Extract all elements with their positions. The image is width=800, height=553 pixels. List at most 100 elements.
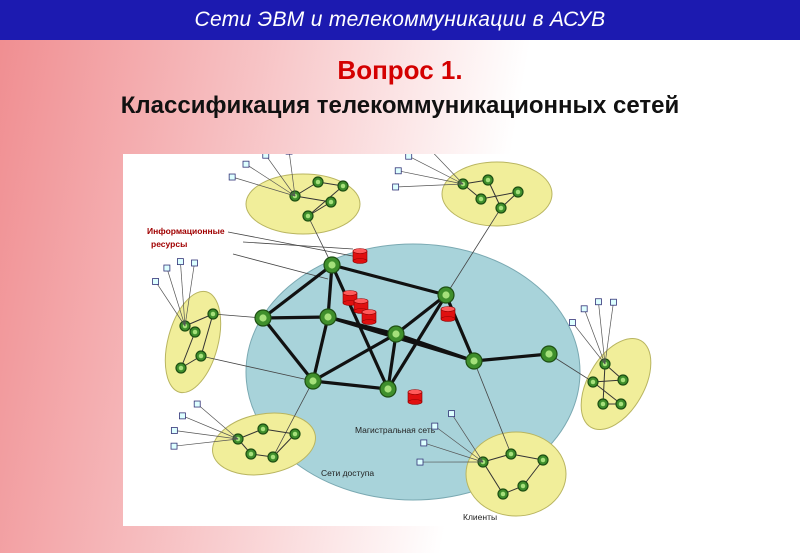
backbone-link: [261, 317, 315, 382]
terminal-link: [180, 261, 186, 327]
terminal-link: [408, 155, 464, 185]
access-router-node-core: [520, 483, 526, 489]
terminal-link: [434, 425, 484, 463]
backbone-link: [331, 263, 447, 297]
backbone-router-node-core: [309, 377, 317, 385]
client-terminal: [191, 259, 198, 267]
access-router-node-core: [328, 199, 334, 205]
access-link: [232, 253, 329, 280]
backbone-link: [262, 263, 333, 320]
client-terminal: [580, 305, 588, 313]
database-icon-top: [352, 248, 368, 254]
access-internal-link: [602, 363, 606, 405]
terminal-link: [433, 154, 464, 185]
backbone-router-node-core: [545, 350, 553, 358]
client-terminal: [416, 458, 424, 466]
terminal-link: [173, 438, 239, 447]
access-router-node-core: [198, 353, 204, 359]
terminal-link: [265, 154, 296, 197]
access-internal-link: [480, 191, 519, 200]
database-icon-top: [353, 298, 369, 304]
terminal-link: [572, 322, 606, 365]
access-network-ellipse: [164, 290, 222, 394]
access-internal-link: [200, 313, 214, 357]
backbone-link: [262, 315, 329, 320]
slide-title: Классификация телекоммуникационных сетей: [120, 92, 680, 119]
access-networks-label: Сети доступа: [321, 468, 374, 478]
access-router-node-core: [508, 451, 514, 457]
terminal-link: [395, 183, 464, 188]
access-link: [548, 353, 594, 383]
database-icon-top: [342, 290, 358, 296]
network-diagram: Информационные ресурсы Магистральная сет…: [123, 154, 677, 526]
access-link: [473, 360, 512, 455]
access-network-ellipse: [245, 173, 361, 235]
backbone-router-node-core: [259, 314, 267, 322]
client-terminal: [431, 422, 439, 430]
client-terminal: [595, 298, 602, 306]
backbone-link: [312, 332, 397, 383]
client-terminal: [262, 154, 270, 159]
access-router-node-core: [485, 177, 491, 183]
access-router-node-core: [178, 365, 184, 371]
terminal-link: [196, 403, 239, 440]
backbone-router-node-core: [324, 313, 332, 321]
access-network-ellipse: [212, 412, 316, 476]
access-router-node-core: [270, 454, 276, 460]
terminal-link: [182, 415, 239, 440]
info-resources-label-2: ресурсы: [151, 239, 187, 249]
backbone-router-node-core: [470, 357, 478, 365]
access-router-node-core: [292, 431, 298, 437]
backbone-label: Магистральная сеть: [355, 425, 436, 435]
access-network-ellipse: [441, 161, 553, 227]
client-terminal: [152, 278, 159, 285]
client-terminal: [228, 173, 236, 181]
backbone-link: [326, 264, 334, 318]
client-terminal: [569, 319, 576, 326]
backbone-router-node-core: [442, 291, 450, 299]
access-router-node-core: [540, 457, 546, 463]
client-terminal: [392, 183, 400, 191]
backbone-link: [395, 293, 447, 336]
terminal-link: [155, 281, 186, 327]
database-icon-bottom: [440, 316, 456, 322]
terminal-link: [423, 442, 484, 463]
access-link: [200, 355, 314, 382]
access-router-node-core: [620, 377, 626, 383]
terminal-link: [174, 430, 239, 440]
backbone-router-node-core: [384, 385, 392, 393]
access-router-node-core: [478, 196, 484, 202]
access-router-node-core: [498, 205, 504, 211]
client-terminal: [170, 442, 178, 450]
terminal-link: [398, 170, 464, 185]
access-router-node-core: [192, 329, 198, 335]
database-icon-top: [407, 389, 423, 395]
backbone-link: [311, 316, 330, 382]
database-icon-bottom: [407, 399, 423, 405]
access-router-node-core: [340, 183, 346, 189]
backbone-router-node-core: [392, 330, 400, 338]
client-terminal: [610, 298, 617, 306]
client-terminal: [177, 258, 184, 266]
database-icon-bottom: [361, 319, 377, 325]
access-router-node-core: [248, 451, 254, 457]
client-terminal: [420, 439, 428, 447]
terminal-link: [583, 308, 606, 365]
client-terminal: [170, 427, 178, 434]
question-heading: Вопрос 1.: [337, 55, 463, 85]
access-router-node-core: [210, 311, 216, 317]
access-router-node-core: [590, 379, 596, 385]
access-router-node-core: [305, 213, 311, 219]
client-terminal: [163, 264, 171, 272]
client-terminal: [394, 167, 402, 175]
client-terminal: [242, 160, 250, 168]
database-icon-bottom: [352, 258, 368, 264]
backbone-link: [386, 333, 398, 390]
backbone-link: [386, 294, 448, 390]
access-internal-link: [592, 381, 622, 405]
terminal-link: [451, 413, 484, 463]
client-terminal: [179, 412, 186, 420]
terminal-link: [604, 302, 614, 365]
access-internal-link: [482, 461, 504, 495]
access-router-node-core: [515, 189, 521, 195]
